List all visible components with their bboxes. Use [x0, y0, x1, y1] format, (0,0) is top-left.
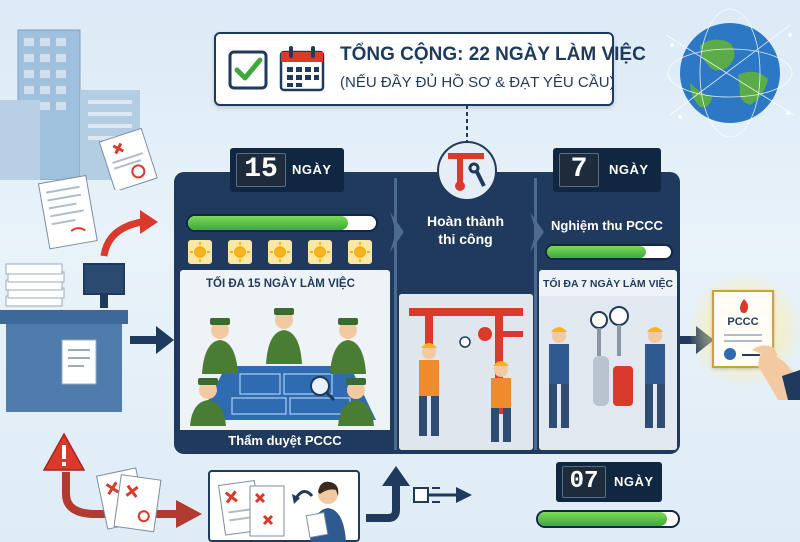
- checkmark-icon: [228, 50, 268, 90]
- days-counter: 7: [559, 153, 599, 187]
- days-label: NGÀY: [292, 162, 332, 177]
- stage-title: Nghiệm thu PCCC: [551, 218, 663, 233]
- days-badge-15: 15 NGÀY: [230, 148, 344, 192]
- total-title: TỔNG CỘNG: 22 NGÀY LÀM VIỆC: [340, 44, 646, 65]
- sun-day-icons: [184, 238, 384, 266]
- rejected-documents-illustration: [95, 467, 162, 533]
- total-summary-box: TỔNG CỘNG: 22 NGÀY LÀM VIỆC (NẾU ĐẦY ĐỦ …: [214, 32, 646, 106]
- officer-reviewing-illustration: [292, 481, 346, 542]
- warning-icon: [42, 432, 86, 471]
- days-counter: 15: [236, 153, 286, 187]
- plug-arrow-icon: [413, 487, 472, 503]
- days-counter: 07: [562, 466, 606, 498]
- rework-arrow-icon: [62, 472, 202, 528]
- progress-fill: [538, 512, 667, 526]
- dashed-connector: [466, 105, 468, 145]
- desk-with-papers-illustration: [0, 263, 128, 412]
- days-label: NGÀY: [614, 474, 654, 489]
- progress-fill: [547, 246, 647, 258]
- document-illustration: [38, 175, 98, 250]
- certificate-lines: [724, 340, 762, 342]
- certificate-signature: [742, 354, 764, 356]
- stage-heading: TỐI ĐA 15 NGÀY LÀM VIỆC: [206, 278, 355, 290]
- rework-days-badge: 07 NGÀY: [556, 462, 662, 502]
- fire-pipe-wrench-icon: [437, 141, 497, 201]
- days-label: NGÀY: [609, 162, 649, 177]
- inspectors-testing-equipment-illustration: [539, 296, 677, 450]
- stage-title: Hoàn thành thi công: [397, 212, 534, 248]
- stage-heading: TỐI ĐA 7 NGÀY LÀM VIỆC: [543, 278, 674, 290]
- workers-installing-pipes-illustration: [399, 294, 533, 450]
- rework-progress-bar: [536, 510, 680, 528]
- certificate-lines: [724, 334, 762, 336]
- progress-bar: [186, 214, 378, 232]
- fire-icon: [740, 299, 749, 313]
- curved-arrow-icon: [100, 210, 158, 257]
- stage-review: 15 NGÀY: [174, 148, 394, 454]
- chevron-right-icon: [530, 212, 544, 252]
- process-panel: 15 NGÀY: [174, 141, 680, 454]
- calendar-icon: [279, 46, 325, 92]
- arrow-up-right-icon: [366, 466, 410, 522]
- review-scene: TỐI ĐA 15 NGÀY LÀM VIỆC: [180, 270, 390, 452]
- sun-icon: [188, 240, 212, 264]
- rework-box: [208, 470, 360, 542]
- stage-title-line2: thi công: [438, 231, 493, 247]
- progress-bar: [545, 244, 673, 260]
- corrected-documents-illustration: [218, 480, 285, 537]
- hand-holding-certificate-illustration: [752, 345, 800, 400]
- stage-divider: [534, 178, 537, 450]
- total-subtitle: (NẾU ĐẦY ĐỦ HỒ SƠ & ĐẠT YÊU CẦU): [340, 74, 615, 91]
- acceptance-scene: TỐI ĐA 7 NGÀY LÀM VIỆC: [539, 270, 677, 450]
- stage-title-line1: Hoàn thành: [427, 213, 504, 229]
- construction-scene: [399, 294, 533, 450]
- stage-caption: Thẩm duyệt PCCC: [180, 430, 390, 452]
- arrow-right-icon: [130, 326, 174, 354]
- certificate-seal: [724, 348, 736, 360]
- stage-acceptance: 7 NGÀY Nghiệm thu PCCC TỐI ĐA 7 NGÀY LÀM…: [537, 148, 680, 454]
- globe-illustration: [665, 8, 795, 138]
- progress-fill: [188, 216, 348, 230]
- days-badge-7: 7 NGÀY: [553, 148, 661, 192]
- certificate-label: PCCC: [727, 316, 759, 328]
- officers-reviewing-blueprint-illustration: [190, 308, 376, 426]
- chevron-right-icon: [390, 212, 404, 252]
- rejected-document-illustration: [98, 128, 158, 190]
- stage-construction: Hoàn thành thi công: [397, 172, 534, 454]
- stage-divider: [394, 178, 397, 450]
